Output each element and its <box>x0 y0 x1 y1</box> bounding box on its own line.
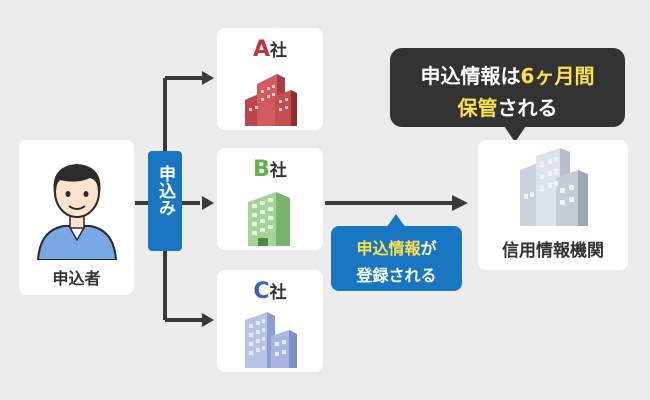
registered-callout-highlight: 申込情報 <box>356 239 421 258</box>
applicant-label: 申込者 <box>52 269 101 288</box>
apply-badge: 申込み <box>148 151 182 251</box>
arrowhead-c <box>202 313 214 327</box>
company-c-letter: C <box>253 279 270 304</box>
company-b-suffix: 社 <box>269 161 287 181</box>
arrowhead-agency <box>452 195 468 211</box>
company-c-suffix: 社 <box>269 283 287 303</box>
registered-callout-particle: が <box>420 239 437 258</box>
company-a-suffix: 社 <box>270 41 288 61</box>
applicant-card: 申込者 <box>19 140 134 295</box>
retention-callout: 申込情報は6ヶ月間 保管される <box>390 48 625 127</box>
building-c-icon <box>245 312 297 368</box>
building-a-icon <box>245 74 297 126</box>
registered-callout-line2: 登録される <box>356 266 437 285</box>
registered-callout-line1: 申込情報が <box>331 235 462 259</box>
retention-callout-tail <box>504 126 526 142</box>
agency-label: 信用情報機関 <box>502 241 604 261</box>
company-c-title: C社 <box>217 278 323 304</box>
retention-callout-suffix: される <box>497 96 558 120</box>
company-a-title: A社 <box>217 36 323 62</box>
registered-callout-tail <box>386 214 406 228</box>
company-b-letter: B <box>253 157 270 182</box>
apply-label: 申込み <box>155 165 175 216</box>
agency-card: 信用情報機関 <box>478 140 628 270</box>
building-b-icon <box>248 192 290 246</box>
retention-callout-period: 6ヶ月間 <box>520 64 595 88</box>
company-a-letter: A <box>252 37 271 62</box>
company-c-card: C社 <box>217 270 323 372</box>
arrowhead-a <box>202 71 214 85</box>
retention-callout-line1: 申込情報は6ヶ月間 <box>390 60 625 89</box>
retention-callout-prefix: 申込情報は <box>420 64 521 88</box>
company-b-card: B社 <box>217 148 323 250</box>
retention-callout-keep: 保管 <box>457 96 498 120</box>
agency-building-icon <box>520 148 588 226</box>
company-a-card: A社 <box>217 28 323 130</box>
company-b-title: B社 <box>217 156 323 182</box>
retention-callout-line2: 保管される <box>390 92 625 121</box>
registered-callout: 申込情報が 登録される <box>331 226 462 291</box>
person-icon <box>36 164 118 260</box>
arrowhead-b <box>202 196 214 210</box>
